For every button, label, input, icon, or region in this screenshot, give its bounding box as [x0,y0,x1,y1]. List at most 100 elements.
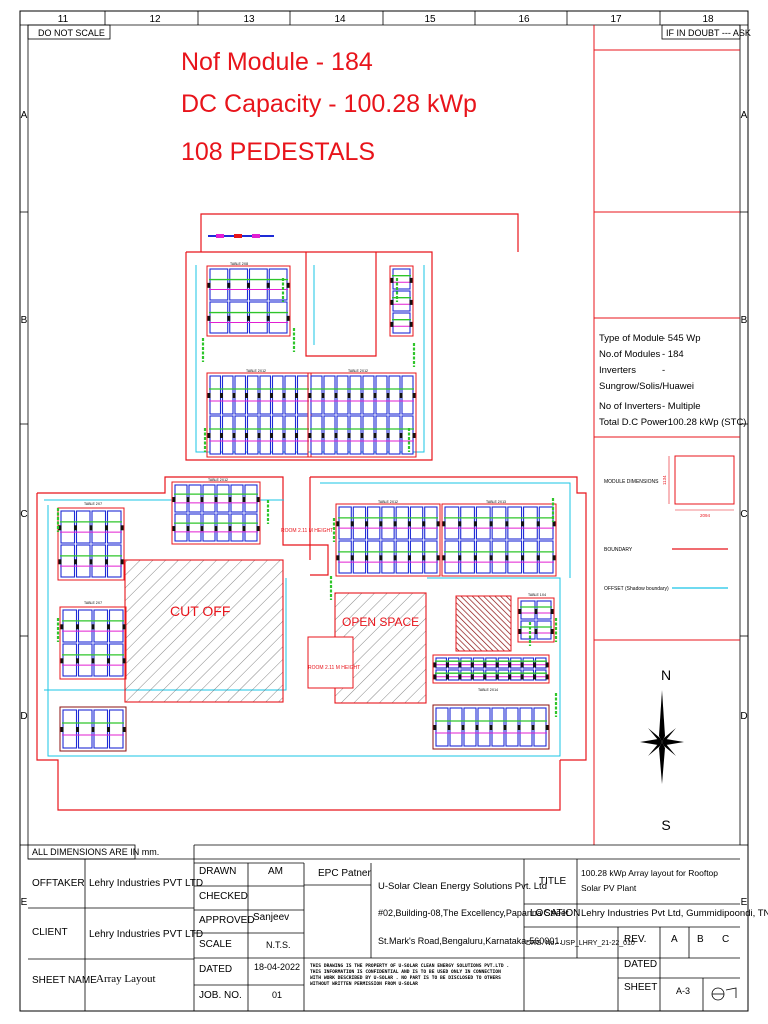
client-value: Lehry Industries PVT LTD [89,929,204,940]
spec-label: Sungrow/Solis/Huawei [599,381,694,392]
cut-off-label: CUT OFF [170,603,230,619]
epc-label: EPC Patner [318,868,371,879]
grid-number: 14 [334,14,346,25]
grid-column-dividers [104,11,661,25]
spec-value: - 184 [662,349,684,360]
location-label: LOCATION [530,908,581,919]
north-arrow: N S [640,667,684,833]
dated-label: DATED [199,964,233,975]
solar-table [307,372,417,458]
grid-letter: A [741,110,748,121]
grid-letter: D [20,711,27,722]
disclaimer-line: WITH WORK DESCRIBED BY U-SOLAR . NO PART… [310,976,501,981]
solar-table [432,704,550,750]
table-label: TABLE 2X12 [348,369,368,373]
roof-access-strip [208,234,274,238]
client-label: CLIENT [32,927,68,938]
open-space-label: OPEN SPACE [342,615,419,629]
company-address-1: #02,Building-08,The Excellency,Papanna S… [378,908,569,918]
grid-letter: E [21,897,28,908]
grid-letter: E [741,897,748,908]
job-no-value: 01 [272,990,283,1000]
spec-label: Total D.C Power [599,417,668,428]
table-label: TABLE 2X12 [246,369,266,373]
company-name: U-Solar Clean Energy Solutions Pvt. Ltd [378,881,547,892]
table-label: TABLE 2X7 [84,601,102,605]
checked-label: CHECKED [199,891,248,902]
disclaimer-line: WITHOUT WRITTEN PERMISSION FROM U-SOLAR [310,982,418,987]
room-label: ROOM 2.11 M HEIGHT [281,528,333,534]
roof-boundary [36,213,587,811]
legend: MODULE DIMENSIONS 2094 1134 BOUNDARY OFF… [604,455,735,592]
spec-label: Inverters [599,365,636,376]
headline-pedestals: 108 PEDESTALS [181,138,375,166]
grid-number: 16 [518,14,530,25]
grid-number: 12 [149,14,161,25]
grid-number: 18 [702,14,714,25]
grid-letter: B [21,315,28,326]
spec-value: - 100.28 kWp (STC) [662,417,746,428]
rev-dated-label: DATED [624,959,658,970]
grid-letter: C [740,509,747,520]
dated-value: 18-04-2022 [254,962,301,972]
rev-c: C [722,934,730,945]
table-label: TABLE 2X12 [378,500,398,504]
grid-letter: D [740,711,747,722]
solar-table [206,265,291,337]
table-label: TABLE 2X7 [84,502,102,506]
room-label: ROOM 2.11 M HEIGHT [308,665,360,671]
grid-number: 17 [610,14,622,25]
headline-capacity: DC Capacity - 100.28 kWp [181,90,477,118]
title-value-1: 100.28 kWp Array layout for Rooftop [581,868,719,878]
dim-height-label: 1134 [662,475,667,485]
solar-table [335,503,441,577]
grid-letter: C [20,509,27,520]
do-not-scale-note: DO NOT SCALE [38,28,105,38]
cut-off-zone [124,559,284,703]
module-dimension-box [674,455,735,505]
solar-table [441,503,557,577]
sheet-name-value: Array Layout [96,973,156,985]
table-label: TABLE 2X13 [486,500,506,504]
solar-table [432,654,550,684]
obstruction-block [455,595,512,652]
spec-label: Type of Module [599,333,664,344]
shadow-offset [44,265,571,757]
spec-label: No of Inverters [599,401,662,412]
job-no-label: JOB. NO. [199,990,242,1001]
approved-value: Sanjeev [253,912,290,923]
compass-north: N [661,667,671,683]
drawn-label: DRAWN [199,866,237,877]
table-label: TABLE 2X14 [478,688,498,692]
grid-row-letters: A A B B C C D D E E [20,110,747,908]
company-address-2: St.Mark's Road,Bengaluru,Karnataka-56000… [378,936,562,946]
grid-number: 15 [424,14,436,25]
grid-letter: B [741,315,748,326]
headline-modules: Nof Module - 184 [181,48,373,76]
spec-value: - 545 Wp [662,333,701,344]
location-value: Lehry Industries Pvt Ltd, Gummidipoondi,… [581,908,768,919]
solar-table [171,481,261,545]
spec-panel-frame [593,25,740,845]
title-block-grid [27,844,740,1011]
disclaimer-line: THIS DRAWING IS THE PROPERTY OF U-SOLAR … [310,964,510,969]
boundary-label: BOUNDARY [604,547,633,553]
solar-table [389,265,414,337]
spec-value: - [662,365,665,376]
rev-label: REV. [624,934,647,945]
grid-letter: A [21,110,28,121]
sheet-value: A-3 [676,986,691,996]
projection-symbol-icon [711,987,737,1001]
title-value-2: Solar PV Plant [581,883,637,893]
solar-table [517,597,555,643]
scale-label: SCALE [199,939,232,950]
spec-label: No.of Modules [599,349,661,360]
solar-tables [56,265,558,752]
spec-value: - Multiple [662,401,701,412]
scale-value: N.T.S. [266,940,291,950]
table-label: TABLE 2X8 [230,262,248,266]
sheet-name-label: SHEET NAME [32,975,97,986]
solar-table [59,706,127,752]
rev-a: A [671,934,678,945]
